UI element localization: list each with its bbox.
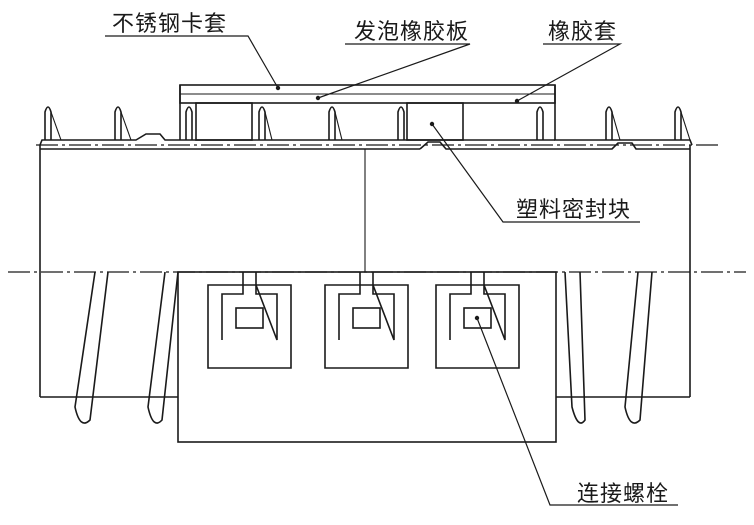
foam-rubber-board-right [406,102,464,141]
rib [258,106,273,141]
label-foam-rubber-board: 发泡橡胶板 [354,20,470,45]
label-connecting-bolt: 连接螺栓 [577,482,670,507]
connecting-bolt-3 [435,272,520,369]
connecting-bolt-1 [207,272,292,369]
pipe-body [39,145,691,398]
connecting-bolt-2 [324,272,409,369]
leader-plastic-seal-block [431,123,640,223]
pipe-top-wall [39,85,693,150]
rib [185,106,193,140]
corrugation-ribs [44,106,691,141]
rib [114,106,132,141]
label-rubber-sleeve: 橡胶套 [548,20,618,45]
rib [44,106,62,141]
rib [536,106,544,140]
leaders [105,35,678,506]
rib [674,106,691,141]
rib [605,106,621,141]
stainless-clamp-band [179,84,556,104]
rib [397,106,405,140]
rib [328,106,343,141]
foam-rubber-board-left [195,102,253,141]
leader-connecting-bolt [476,317,678,506]
label-stainless-clamp: 不锈钢卡套 [112,12,228,37]
label-plastic-seal-block: 塑料密封块 [516,198,632,223]
bolt-housing [177,271,557,443]
leader-stainless-clamp [105,35,279,89]
leader-rubber-sleeve [516,43,623,102]
leader-foam-rubber-board [317,43,471,99]
internal-ribs [74,271,653,424]
